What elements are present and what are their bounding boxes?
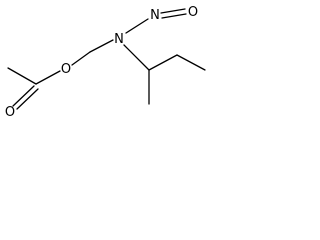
bond-carbonyl-o-double-a (12, 85, 35, 107)
bond-ester-o-ch2 (71, 51, 91, 66)
bond-nitroso-double-b (161, 13, 187, 19)
bond-ch2-amine-n (89, 39, 114, 53)
structure-diagram: O O N N O (5, 5, 206, 120)
atom-nitroso-nitrogen: N (150, 8, 160, 23)
bond-carbonyl-o-double-b (16, 88, 39, 110)
atom-carbonyl-oxygen: O (5, 105, 15, 120)
bond-methyl-carbonyl (7, 67, 37, 85)
bond-nitroso-double-a (160, 8, 186, 14)
bond-carbonyl-ester-o (35, 70, 61, 85)
bond-amine-n-ch (123, 44, 150, 71)
bond-ethyl-terminal (176, 54, 206, 71)
bond-amine-n-nitroso-n (125, 18, 149, 34)
bond-ch-ch2-ethyl (148, 54, 178, 71)
atom-ester-oxygen: O (61, 62, 71, 77)
atom-nitroso-oxygen: O (188, 5, 198, 20)
atom-amine-nitrogen: N (114, 32, 124, 47)
